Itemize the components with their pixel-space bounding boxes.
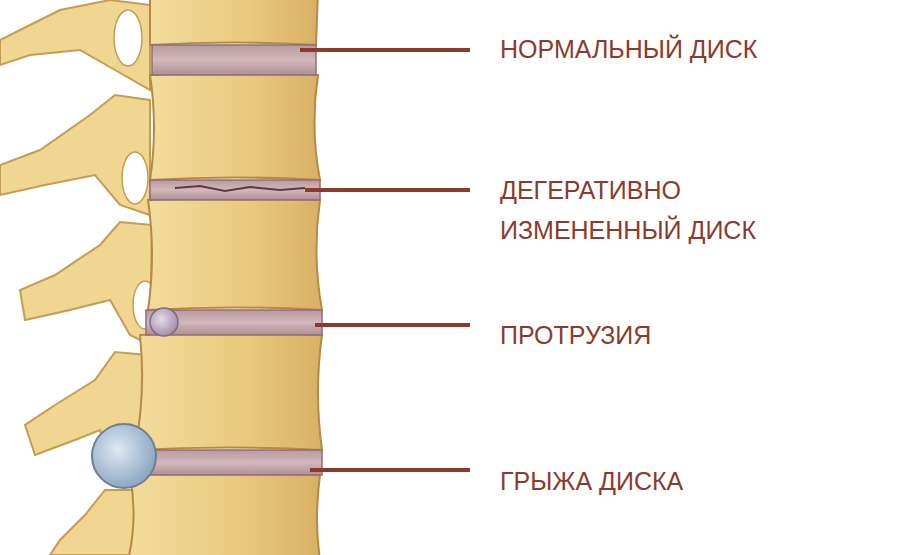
hernia-bulge (92, 424, 156, 488)
part-label: ГРЫЖА ДИСКА (500, 466, 683, 496)
part-label: ДЕГЕРАТИВНО ИЗМЕНЕННЫЙ ДИСК (500, 170, 845, 250)
discs (134, 45, 322, 475)
vertebral-bodies (128, 0, 322, 555)
part-label: НОРМАЛЬНЫЙ ДИСК (500, 34, 757, 64)
protrusion-bulge (150, 308, 178, 336)
part-label: ПРОТРУЗИЯ (500, 320, 651, 350)
disc-crack (175, 186, 305, 191)
leader-lines (300, 50, 470, 470)
